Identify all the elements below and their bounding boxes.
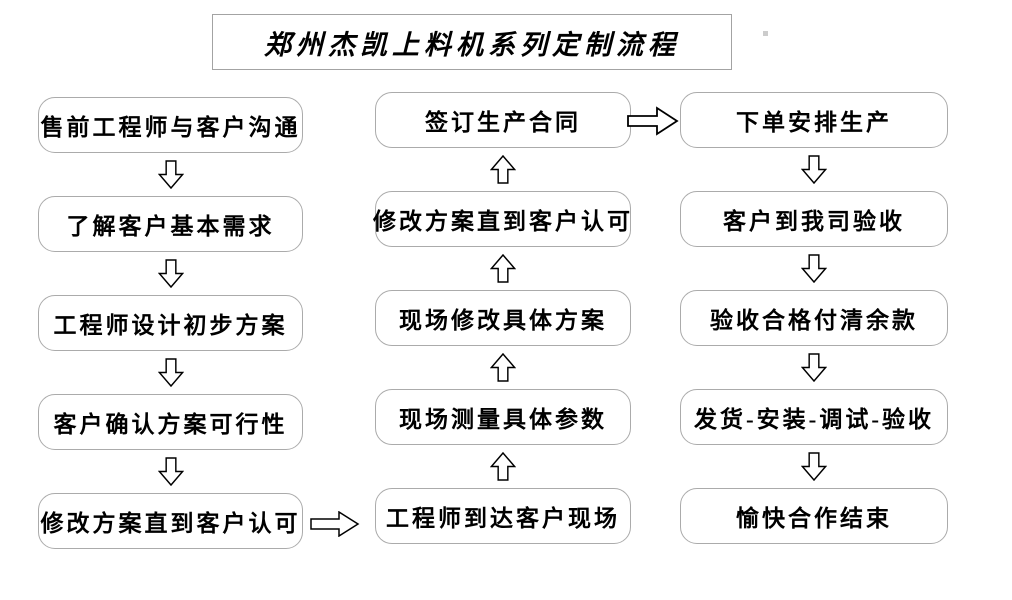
- flow-box-label: 工程师到达客户现场: [386, 506, 620, 531]
- flow-box: 客户到我司验收: [680, 191, 948, 247]
- flow-column-middle: 签订生产合同 修改方案直到客户认可 现场修改具体方案 现场测量具体参数 工程师到…: [373, 92, 633, 544]
- arrow-up-icon: [490, 452, 516, 481]
- flow-box: 了解客户基本需求: [38, 196, 303, 252]
- arrow-down-icon: [157, 457, 184, 486]
- arrow-down-icon: [801, 254, 827, 283]
- arrow-down-icon: [801, 452, 827, 481]
- flow-box-label: 签订生产合同: [425, 110, 581, 135]
- flow-box: 验收合格付清余款: [680, 290, 948, 346]
- arrow-slot: [801, 247, 827, 290]
- flow-box: 愉快合作结束: [680, 488, 948, 544]
- flow-box-label: 了解客户基本需求: [66, 214, 275, 239]
- arrow-slot: [157, 450, 184, 493]
- arrow-down-icon: [801, 155, 827, 184]
- arrow-up-icon: [490, 254, 516, 283]
- flow-box-label: 修改方案直到客户认可: [373, 209, 633, 234]
- arrow-up-icon: [490, 353, 516, 382]
- flow-box: 修改方案直到客户认可: [373, 191, 633, 247]
- arrow-slot: [490, 346, 516, 389]
- arrow-up-icon: [490, 155, 516, 184]
- flow-box: 修改方案直到客户认可: [38, 493, 303, 549]
- flow-column-right: 下单安排生产 客户到我司验收 验收合格付清余款 发货-安装-调试-验收 愉快合作…: [680, 92, 948, 544]
- arrow-down-icon: [157, 259, 184, 288]
- arrow-slot: [157, 153, 184, 196]
- flow-box: 签订生产合同: [375, 92, 631, 148]
- flow-box-label: 验收合格付清余款: [710, 308, 918, 333]
- arrow-slot: [490, 148, 516, 191]
- flow-box: 发货-安装-调试-验收: [680, 389, 948, 445]
- arrow-right-icon: [627, 106, 679, 136]
- flow-box-label: 发货-安装-调试-验收: [694, 407, 934, 432]
- flow-box-label: 现场修改具体方案: [399, 308, 607, 333]
- arrow-slot: [157, 252, 184, 295]
- flow-box: 售前工程师与客户沟通: [38, 97, 303, 153]
- arrow-slot: [157, 351, 184, 394]
- arrow-right-icon: [310, 511, 360, 537]
- flow-box-label: 下单安排生产: [736, 110, 892, 135]
- arrow-slot: [490, 445, 516, 488]
- arrow-slot: [801, 148, 827, 191]
- arrow-slot: [801, 445, 827, 488]
- flow-box: 工程师设计初步方案: [38, 295, 303, 351]
- artifact-dot: [763, 31, 768, 36]
- flow-box-label: 现场测量具体参数: [399, 407, 607, 432]
- arrow-down-icon: [157, 160, 184, 189]
- flow-box: 客户确认方案可行性: [38, 394, 303, 450]
- flow-box: 工程师到达客户现场: [375, 488, 631, 544]
- title-box: 郑州杰凯上料机系列定制流程: [212, 14, 732, 70]
- arrow-slot: [801, 346, 827, 389]
- flow-box-label: 愉快合作结束: [736, 506, 892, 531]
- flow-column-left: 售前工程师与客户沟通 了解客户基本需求 工程师设计初步方案 客户确认方案可行性 …: [38, 97, 303, 549]
- arrow-down-icon: [157, 358, 184, 387]
- flow-box: 现场修改具体方案: [375, 290, 631, 346]
- flow-box-label: 修改方案直到客户认可: [40, 511, 301, 536]
- page-title: 郑州杰凯上料机系列定制流程: [264, 29, 680, 60]
- arrow-slot: [490, 247, 516, 290]
- flow-box-label: 工程师设计初步方案: [53, 313, 288, 338]
- arrow-down-icon: [801, 353, 827, 382]
- flow-box-label: 客户到我司验收: [723, 209, 905, 234]
- flow-box: 下单安排生产: [680, 92, 948, 148]
- flow-box-label: 售前工程师与客户沟通: [40, 115, 301, 140]
- flow-box-label: 客户确认方案可行性: [53, 412, 288, 437]
- flow-box: 现场测量具体参数: [375, 389, 631, 445]
